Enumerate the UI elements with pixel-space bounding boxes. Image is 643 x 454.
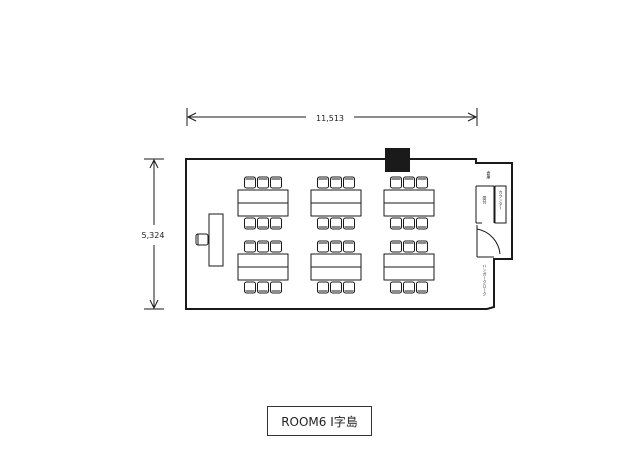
chair bbox=[416, 240, 428, 253]
chair bbox=[257, 240, 269, 253]
room-caption-text: ROOM6 I字島 bbox=[281, 414, 358, 429]
height-dimension bbox=[144, 158, 164, 310]
chair bbox=[343, 176, 355, 189]
seating-layout bbox=[237, 176, 435, 294]
chair bbox=[330, 176, 342, 189]
chair bbox=[317, 240, 329, 253]
lectern-chair bbox=[195, 233, 209, 246]
chair bbox=[390, 281, 402, 294]
width-label: 11,513 bbox=[316, 114, 344, 123]
chair bbox=[416, 217, 428, 230]
chair bbox=[244, 217, 256, 230]
width-dimension bbox=[186, 108, 478, 126]
chair bbox=[270, 281, 282, 294]
counter-label: カウンター bbox=[499, 190, 504, 210]
chair bbox=[390, 217, 402, 230]
podium bbox=[208, 213, 224, 267]
chair bbox=[403, 217, 415, 230]
chair bbox=[403, 281, 415, 294]
chair bbox=[244, 281, 256, 294]
chair bbox=[343, 240, 355, 253]
pillar bbox=[385, 148, 410, 172]
reception-label: 受付 bbox=[483, 195, 488, 205]
hanger-label: ハンガークローク bbox=[483, 264, 488, 297]
chair bbox=[390, 240, 402, 253]
room-caption: ROOM6 I字島 bbox=[267, 406, 372, 436]
chair bbox=[244, 176, 256, 189]
storage-label: 倉庫 bbox=[487, 170, 492, 180]
chair bbox=[330, 281, 342, 294]
chair bbox=[317, 217, 329, 230]
chair bbox=[317, 176, 329, 189]
chair bbox=[330, 240, 342, 253]
reception-area bbox=[475, 185, 507, 258]
chair bbox=[317, 281, 329, 294]
chair bbox=[257, 281, 269, 294]
room-outline bbox=[185, 158, 513, 310]
chair bbox=[257, 217, 269, 230]
chair bbox=[257, 176, 269, 189]
chair bbox=[270, 240, 282, 253]
chair bbox=[343, 217, 355, 230]
chair bbox=[343, 281, 355, 294]
chair bbox=[330, 217, 342, 230]
chair bbox=[244, 240, 256, 253]
chair bbox=[403, 240, 415, 253]
chair bbox=[416, 281, 428, 294]
height-label: 5,324 bbox=[142, 231, 165, 240]
chair bbox=[390, 176, 402, 189]
chair bbox=[403, 176, 415, 189]
chair bbox=[416, 176, 428, 189]
chair bbox=[270, 176, 282, 189]
chair bbox=[270, 217, 282, 230]
